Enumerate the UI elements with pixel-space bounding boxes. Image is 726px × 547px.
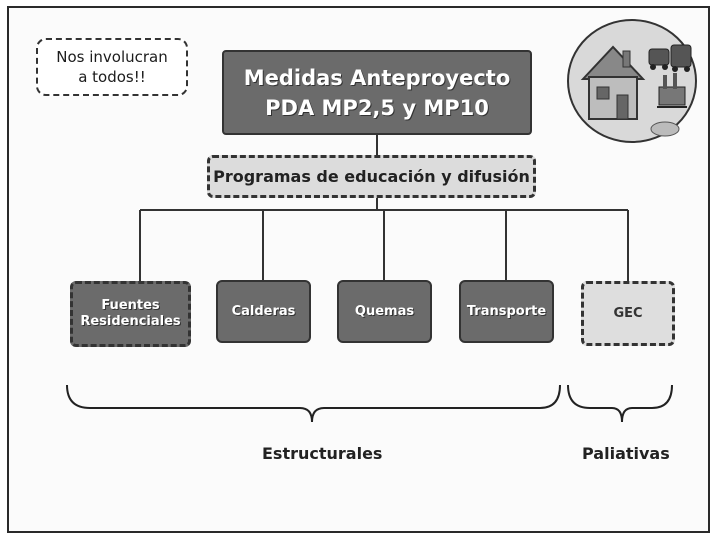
measure-boilers-box: Calderas: [216, 280, 311, 343]
education-label: Programas de educación y difusión: [213, 167, 530, 186]
measure-burning-box: Quemas: [337, 280, 432, 343]
house-and-vehicles-emblem-icon: [567, 19, 697, 143]
structural-brace: [66, 384, 561, 423]
measure-burning-label: Quemas: [354, 303, 415, 319]
measure-transport-box: Transporte: [459, 280, 554, 343]
note-text: Nos involucran a todos!!: [56, 48, 168, 86]
education-programs-box: Programas de educación y difusión: [207, 155, 536, 198]
structural-label: Estructurales: [262, 444, 383, 463]
measure-residential-line1: Fuentes: [101, 298, 160, 313]
main-title-line1: Medidas Anteproyecto: [243, 65, 511, 90]
palliative-label: Paliativas: [582, 444, 670, 463]
measure-gec-label: GEC: [613, 305, 643, 321]
main-title-line2: PDA MP2,5 y MP10: [265, 95, 489, 120]
palliative-brace: [567, 384, 673, 423]
measure-residential-line2: Residenciales: [80, 314, 181, 329]
main-measures-box: Medidas Anteproyecto PDA MP2,5 y MP10: [222, 50, 532, 135]
measure-transport-label: Transporte: [466, 303, 547, 319]
note-callout: Nos involucran a todos!!: [36, 38, 188, 96]
measure-boilers-label: Calderas: [231, 303, 296, 319]
measure-residential-box: Fuentes Residenciales: [70, 281, 191, 347]
measure-gec-box: GEC: [581, 281, 675, 346]
